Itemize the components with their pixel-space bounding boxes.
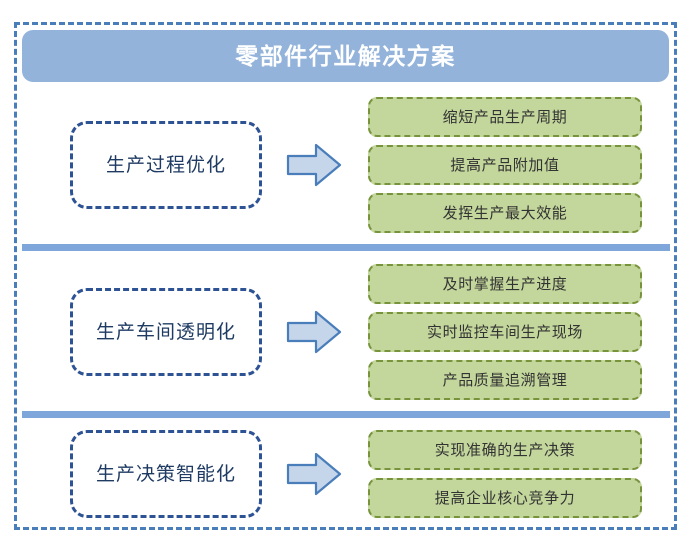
benefit-label: 及时掌握生产进度 [442,275,568,293]
section-divider-1 [22,244,670,251]
right-arrow-icon-3 [284,448,344,500]
benefit-item[interactable]: 提高产品附加值 [368,145,642,185]
benefit-item[interactable]: 产品质量追溯管理 [368,360,642,400]
section-divider-2 [22,411,670,418]
category-box-2[interactable]: 生产车间透明化 [70,288,262,376]
outer-dashed-frame [14,22,677,530]
category-label-3: 生产决策智能化 [95,463,236,485]
section-production-process: 生产过程优化 缩短产品生产周期 提高产品附加值 发挥生产最大效能 [22,90,670,240]
benefit-item[interactable]: 缩短产品生产周期 [368,97,642,137]
benefit-item[interactable]: 实现准确的生产决策 [368,430,642,470]
right-arrow-icon-1 [284,139,344,191]
benefit-item[interactable]: 发挥生产最大效能 [368,193,642,233]
category-box-1[interactable]: 生产过程优化 [70,121,262,209]
benefit-label: 产品质量追溯管理 [442,371,568,389]
section-workshop-transparency: 生产车间透明化 及时掌握生产进度 实时监控车间生产现场 产品质量追溯管理 [22,258,670,406]
benefit-list-2: 及时掌握生产进度 实时监控车间生产现场 产品质量追溯管理 [368,264,642,400]
benefit-item[interactable]: 实时监控车间生产现场 [368,312,642,352]
header-banner: 零部件行业解决方案 [22,30,669,82]
benefit-list-1: 缩短产品生产周期 提高产品附加值 发挥生产最大效能 [368,97,642,233]
category-box-3[interactable]: 生产决策智能化 [70,430,262,518]
benefit-label: 缩短产品生产周期 [442,108,568,126]
benefit-item[interactable]: 及时掌握生产进度 [368,264,642,304]
benefit-label: 实现准确的生产决策 [434,441,576,459]
benefit-list-3: 实现准确的生产决策 提高企业核心竞争力 [368,430,642,518]
benefit-item[interactable]: 提高企业核心竞争力 [368,478,642,518]
category-label-1: 生产过程优化 [105,154,226,176]
right-arrow-icon-2 [284,306,344,358]
section-decision-intelligence: 生产决策智能化 实现准确的生产决策 提高企业核心竞争力 [22,423,670,525]
benefit-label: 实时监控车间生产现场 [426,323,583,341]
benefit-label: 提高产品附加值 [450,156,560,174]
benefit-label: 提高企业核心竞争力 [434,489,576,507]
page-title: 零部件行业解决方案 [235,42,456,69]
benefit-label: 发挥生产最大效能 [442,204,568,222]
category-label-2: 生产车间透明化 [95,321,236,343]
